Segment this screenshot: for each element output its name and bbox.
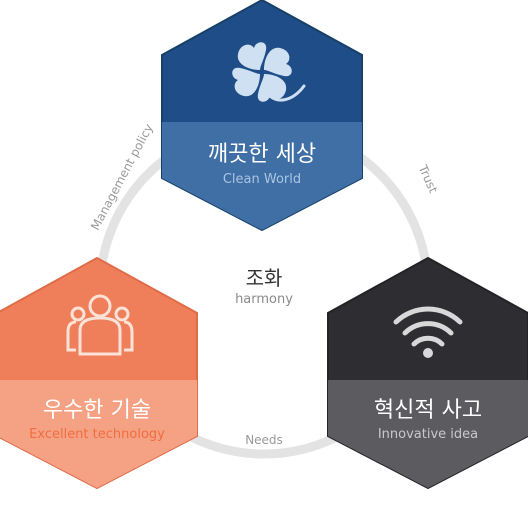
node-clean-world	[161, 0, 363, 232]
center-subtitle: harmony	[235, 292, 293, 307]
ring-label-needs: Needs	[245, 433, 283, 447]
node-excellent-technology	[0, 256, 198, 490]
people-icon	[66, 294, 134, 356]
node-title-clean-world: 깨끗한 세상	[207, 142, 317, 167]
node-subtitle-excellent-technology: Excellent technology	[29, 427, 165, 442]
node-title-innovative-idea: 혁신적 사고	[373, 398, 483, 423]
node-innovative-idea	[327, 256, 528, 490]
node-title-excellent-technology: 우수한 기술	[42, 398, 152, 423]
node-subtitle-innovative-idea: Innovative idea	[377, 427, 479, 442]
center-title: 조화	[245, 266, 283, 290]
wifi-icon	[393, 306, 463, 358]
clover-icon	[232, 42, 306, 102]
node-subtitle-clean-world: Clean World	[222, 172, 302, 187]
